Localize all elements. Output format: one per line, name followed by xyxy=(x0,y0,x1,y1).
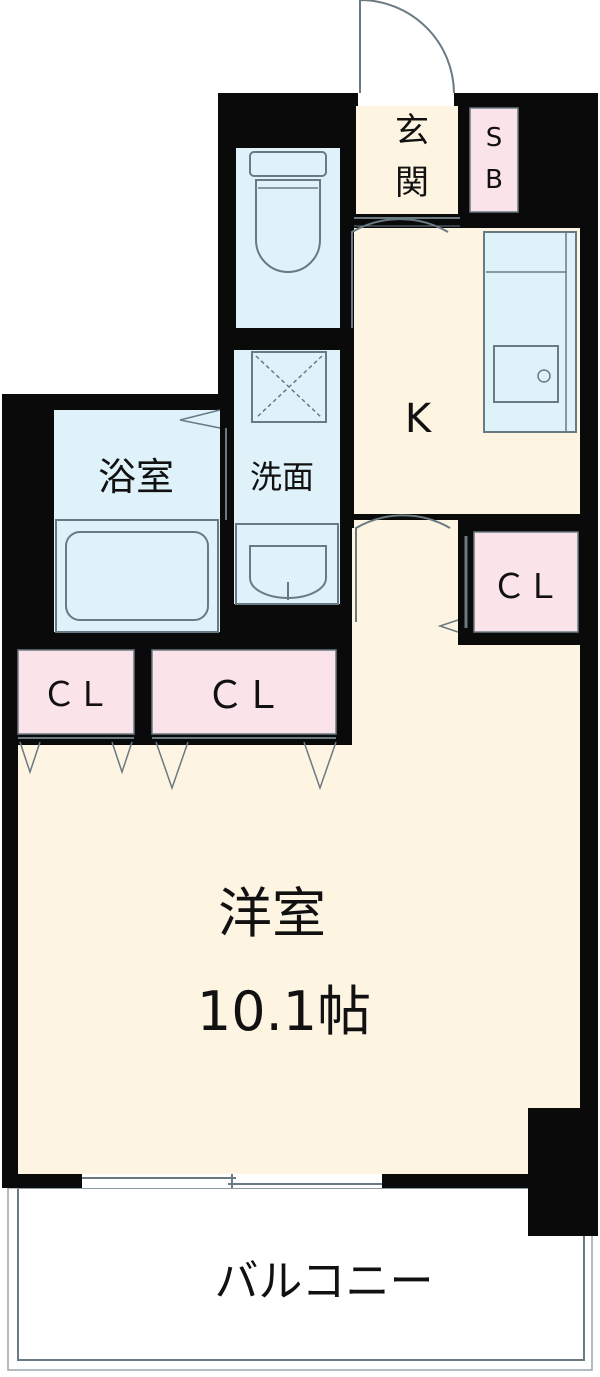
closet-left-label: ＣＬ xyxy=(42,675,110,715)
closet-left-fold-b xyxy=(111,741,133,775)
entrance-door-swing xyxy=(359,0,455,94)
bath-door-mark xyxy=(179,409,221,429)
closet-middle-label: ＣＬ xyxy=(206,673,282,717)
bath-label: 浴室 xyxy=(98,455,174,499)
wall-mid-column xyxy=(136,650,150,745)
kitchen-sink xyxy=(493,345,559,403)
main-room-name: 洋室 xyxy=(218,882,326,945)
sb-label-line-2: B xyxy=(485,165,503,195)
closet-kitchen-label: ＣＬ xyxy=(492,567,560,607)
wall-wash-corridor xyxy=(340,228,354,528)
kitchen-sink-drain xyxy=(537,369,551,383)
washer-x2 xyxy=(255,355,323,419)
main-room-size: 10.1帖 xyxy=(197,980,371,1043)
main-room-floor xyxy=(18,520,580,1174)
washroom-label: 洗面 xyxy=(250,458,314,496)
wall-pillar-bottom-right xyxy=(528,1108,598,1236)
balcony-label: バルコニー xyxy=(214,1256,433,1307)
sb-floor xyxy=(469,107,519,213)
closet-middle-fold-b xyxy=(303,741,337,791)
toilet-tank xyxy=(249,151,327,177)
wash-basin-counter xyxy=(235,523,339,605)
bathtub xyxy=(55,519,219,633)
genkan-floor xyxy=(356,106,458,214)
toilet-bowl xyxy=(255,179,321,273)
wall-right-mid xyxy=(336,650,352,745)
kitchen-counter xyxy=(483,231,577,433)
closet-left xyxy=(17,649,135,735)
wall-toilet-wash xyxy=(234,328,354,350)
closet-middle xyxy=(151,649,337,735)
sb-label-line-1: S xyxy=(486,123,503,153)
closet-left-fold-a xyxy=(19,741,41,775)
closet-middle-fold-a xyxy=(155,741,189,791)
wall-kitchen-closet xyxy=(458,514,580,530)
closet-kitchen xyxy=(473,531,579,633)
genkan-label-line-2: 関 xyxy=(395,163,429,203)
genkan-label-line-1: 玄 xyxy=(395,111,429,151)
bathtub-inner xyxy=(65,531,209,621)
wash-basin-bowl xyxy=(249,545,327,599)
entrance-door-gap xyxy=(358,93,454,106)
main-room-door-swing xyxy=(355,514,451,622)
toilet-door-swing xyxy=(351,218,449,328)
wall-lower-left xyxy=(2,632,352,650)
kitchen-closet-door-mark xyxy=(437,619,459,633)
balcony-area xyxy=(17,1187,585,1361)
kitchen-label: K xyxy=(405,396,433,442)
